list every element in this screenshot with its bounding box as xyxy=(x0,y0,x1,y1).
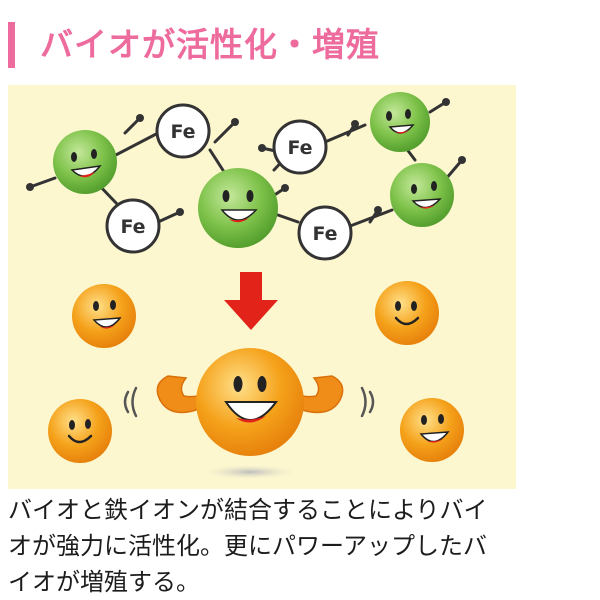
description-line-3: イオが増殖する。 xyxy=(8,568,200,596)
illustration-panel: Fe Fe Fe Fe xyxy=(8,85,516,489)
bio-green-4 xyxy=(390,163,454,227)
iron-ion-4: Fe xyxy=(297,205,353,261)
bio-green-1 xyxy=(53,130,117,194)
iron-ion-1: Fe xyxy=(155,103,211,159)
bio-orange-small-3 xyxy=(48,399,112,463)
svg-text:Fe: Fe xyxy=(170,121,195,143)
bio-orange-small-2 xyxy=(375,281,439,345)
illustration-svg: Fe Fe Fe Fe xyxy=(26,92,466,479)
bio-orange-powered xyxy=(123,348,375,479)
svg-text:Fe: Fe xyxy=(287,137,312,159)
bio-orange-small-4 xyxy=(400,398,464,462)
svg-text:Fe: Fe xyxy=(120,216,145,238)
bio-orange-small-1 xyxy=(72,284,136,348)
bio-green-2 xyxy=(198,168,278,248)
iron-ion-3: Fe xyxy=(105,198,161,254)
description-text: バイオと鉄イオンが結合することによりバイ オが強力に活性化。更にパワーアップした… xyxy=(8,492,596,600)
description-line-1: バイオと鉄イオンが結合することによりバイ xyxy=(8,496,488,524)
description-line-2: オが強力に活性化。更にパワーアップしたバ xyxy=(8,532,488,560)
heading-accent-bar xyxy=(8,22,15,68)
page-title: バイオが活性化・増殖 xyxy=(40,25,380,64)
iron-ion-2: Fe xyxy=(272,119,328,175)
down-arrow-icon xyxy=(224,272,278,330)
bio-green-3 xyxy=(370,92,430,152)
bond-endpoints xyxy=(26,98,466,216)
svg-text:Fe: Fe xyxy=(312,223,337,245)
